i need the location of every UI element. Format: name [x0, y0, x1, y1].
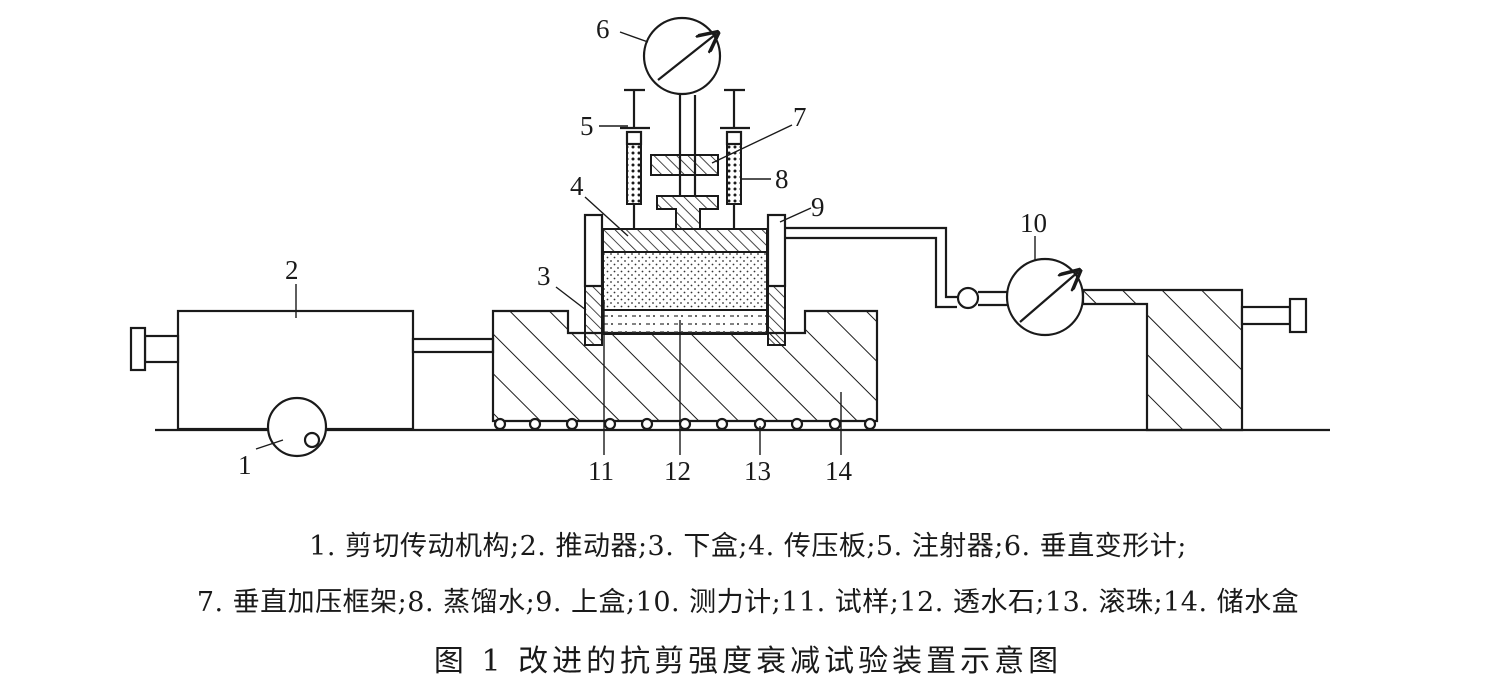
link-pulley — [956, 286, 980, 310]
label-13: 13 — [744, 456, 771, 486]
vertical-loading-frame — [650, 154, 719, 176]
legend-line-1: 1. 剪切传动机构;2. 推动器;3. 下盒;4. 传压板;5. 注射器;6. … — [309, 531, 1187, 562]
apparatus-diagram: 1 2 3 4 5 6 7 8 9 10 11 12 13 14 — [129, 14, 1330, 486]
label-5: 5 — [580, 111, 594, 141]
legend-line-2: 7. 垂直加压框架;8. 蒸馏水;9. 上盒;10. 测力计;11. 试样;12… — [196, 587, 1300, 618]
porous-stone — [602, 309, 768, 335]
label-11: 11 — [588, 456, 614, 486]
label-10: 10 — [1020, 208, 1047, 238]
reaction-block — [1081, 288, 1244, 432]
leader-lines — [255, 31, 1036, 455]
syringe-right — [720, 88, 750, 229]
load-link — [785, 226, 957, 309]
label-2: 2 — [285, 255, 299, 285]
label-7: 7 — [793, 102, 807, 132]
shear-drive-mechanism — [266, 396, 328, 458]
figure-title: 图 1 改进的抗剪强度衰减试验装置示意图 — [433, 644, 1063, 679]
upper-box — [583, 213, 787, 288]
label-8: 8 — [775, 164, 789, 194]
dynamometer — [1005, 257, 1083, 337]
label-4: 4 — [570, 171, 584, 201]
rolling-balls — [493, 417, 877, 431]
label-12: 12 — [664, 456, 691, 486]
loading-cap — [656, 195, 719, 230]
label-6: 6 — [596, 14, 610, 44]
vertical-loading-rods — [678, 95, 697, 196]
distilled-water-left — [626, 143, 642, 205]
label-14: 14 — [825, 456, 853, 486]
vertical-deformation-gauge — [642, 16, 720, 96]
label-3: 3 — [537, 261, 551, 291]
label-1: 1 — [238, 450, 252, 480]
pressure-plate — [602, 228, 768, 253]
syringe-left — [620, 88, 650, 229]
specimen — [602, 251, 768, 311]
label-9: 9 — [811, 192, 825, 222]
